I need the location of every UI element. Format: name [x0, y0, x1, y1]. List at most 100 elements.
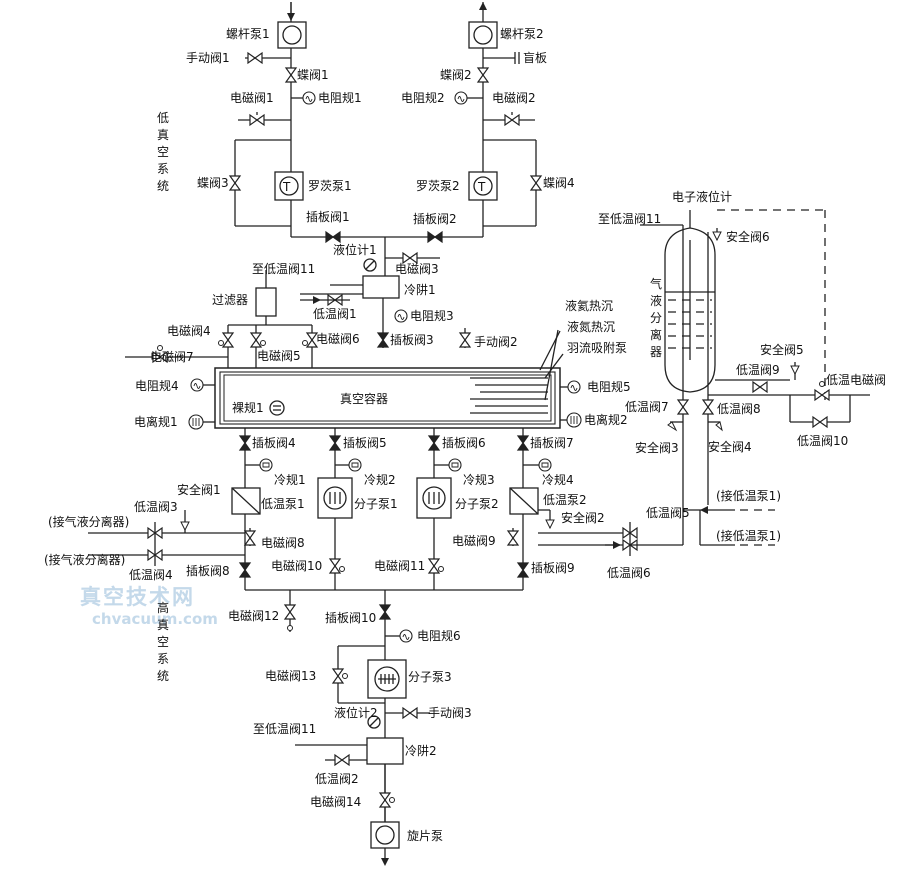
- label-ln-sink2: 液氮热沉: [567, 319, 615, 334]
- label-butterfly4: 蝶阀4: [543, 175, 575, 190]
- label-roots2: 罗茨泵2: [416, 179, 460, 193]
- label-safety4: 安全阀4: [708, 439, 752, 454]
- label-cryo-solenoid: 低温电磁阀: [826, 372, 886, 387]
- label-solenoid2: 电磁阀2: [492, 90, 536, 105]
- label-high-vacuum-system: 高真空系统: [157, 600, 169, 683]
- label-conn-cryo-pump-b: (接低温泵1): [716, 528, 781, 543]
- label-screw1: 螺杆泵1: [226, 27, 270, 41]
- label-solenoid4: 电磁阀4: [167, 323, 211, 338]
- label-cryo-valve5: 低温阀5: [646, 506, 690, 520]
- label-cryo-valve6: 低温阀6: [607, 566, 651, 580]
- label-chamber: 真空容器: [340, 391, 388, 406]
- label-cryo-valve2: 低温阀2: [315, 772, 359, 786]
- label-resistance6: 电阻规6: [417, 628, 461, 643]
- label-solenoid14: 电磁阀14: [310, 794, 361, 809]
- label-safety6: 安全阀6: [726, 229, 770, 244]
- labels: 螺杆泵1 螺杆泵2 手动阀1 盲板 蝶阀1 蝶阀2 电磁阀1 电阻规1 电阻规2…: [44, 27, 886, 843]
- label-cold2: 冷规2: [364, 472, 396, 487]
- label-to-cryo11-c: 至低温阀11: [253, 722, 316, 736]
- label-gate3: 插板阀3: [390, 333, 434, 347]
- label-butterfly1: 蝶阀1: [297, 67, 329, 82]
- label-gate8: 插板阀8: [186, 564, 230, 578]
- label-solenoid11: 电磁阀11: [374, 558, 425, 573]
- vacuum-chamber: [188, 329, 582, 430]
- label-cryo-pump1: 低温泵1: [261, 497, 305, 511]
- label-solenoid8: 电磁阀8: [261, 535, 305, 550]
- label-bare1: 裸规1: [232, 400, 264, 415]
- roots1-symbol: T: [282, 180, 291, 194]
- label-butterfly2: 蝶阀2: [440, 67, 472, 82]
- label-cryo-valve7: 低温阀7: [625, 400, 669, 414]
- label-electronic-level: 电子液位计: [672, 189, 732, 204]
- backing-line: [295, 590, 430, 866]
- label-cold3: 冷规3: [463, 472, 495, 487]
- label-solenoid3: 电磁阀3: [395, 261, 439, 276]
- label-roots1: 罗茨泵1: [308, 179, 352, 193]
- label-cold-trap2: 冷阱2: [405, 744, 437, 758]
- label-safety1: 安全阀1: [177, 482, 221, 497]
- label-butterfly3: 蝶阀3: [197, 175, 229, 190]
- label-blind-plate: 盲板: [523, 50, 547, 65]
- label-gate4: 插板阀4: [252, 436, 296, 450]
- watermark-url: chvacuum.com: [92, 610, 218, 628]
- roots2-symbol: T: [477, 180, 486, 194]
- label-to-cryo11-a: 至低温阀11: [252, 262, 315, 276]
- label-low-vacuum-system: 低真空系统: [157, 111, 169, 193]
- label-solenoid9: 电磁阀9: [452, 533, 496, 548]
- label-mol2: 分子泵2: [455, 497, 499, 511]
- label-cryo-valve10: 低温阀10: [797, 434, 848, 448]
- label-level1: 液位计1: [333, 242, 377, 257]
- label-manual3: 手动阀3: [428, 706, 472, 720]
- label-cold-trap1: 冷阱1: [404, 283, 436, 297]
- label-conn-separator-b: (接气液分离器): [44, 552, 125, 567]
- label-ion2: 电离规2: [584, 412, 628, 427]
- label-gate6: 插板阀6: [442, 436, 486, 450]
- label-separator: 气液分离器: [650, 276, 662, 359]
- label-solenoid6: 电磁阀6: [316, 331, 360, 346]
- low-vacuum-branch-left: T: [229, 2, 385, 243]
- label-to-cryo11-b: 至低温阀11: [598, 212, 661, 226]
- chamber-inlet-valves: [125, 270, 318, 368]
- label-manual1: 手动阀1: [186, 51, 230, 65]
- label-filter: 过滤器: [212, 293, 248, 307]
- label-gate1: 插板阀1: [306, 210, 350, 224]
- label-solenoid7: 电磁阀7: [150, 349, 194, 364]
- gas-liquid-separator: [630, 209, 870, 546]
- label-ion1: 电离规1: [134, 414, 178, 429]
- label-he-sink: 液氦热沉: [565, 298, 613, 313]
- label-feather-pump: 羽流吸附泵: [567, 341, 627, 355]
- label-gate5: 插板阀5: [343, 436, 387, 450]
- label-mol1: 分子泵1: [354, 497, 398, 511]
- label-gate10: 插板阀10: [325, 611, 376, 625]
- label-cold4: 冷规4: [542, 472, 574, 487]
- label-resistance1: 电阻规1: [318, 90, 362, 105]
- label-cryo-pump2: 低温泵2: [543, 493, 587, 507]
- label-gate9: 插板阀9: [531, 561, 575, 575]
- label-rotary: 旋片泵: [407, 829, 443, 843]
- label-safety3: 安全阀3: [635, 440, 679, 455]
- label-resistance4: 电阻规4: [135, 378, 179, 393]
- label-screw2: 螺杆泵2: [500, 27, 544, 41]
- label-cold1: 冷规1: [274, 472, 306, 487]
- label-cryo-valve1: 低温阀1: [313, 307, 357, 321]
- label-cryo-valve8: 低温阀8: [717, 402, 761, 416]
- label-resistance5: 电阻规5: [587, 379, 631, 394]
- high-vacuum-branches: [88, 428, 638, 632]
- label-solenoid13: 电磁阀13: [265, 668, 316, 683]
- label-conn-separator-a: (接气液分离器): [48, 514, 129, 529]
- label-resistance2: 电阻规2: [401, 90, 445, 105]
- label-level2: 液位计2: [334, 705, 378, 720]
- cold-trap1-group: [300, 237, 471, 348]
- label-cryo-valve9: 低温阀9: [736, 363, 780, 377]
- label-safety2: 安全阀2: [561, 510, 605, 525]
- label-gate2: 插板阀2: [413, 212, 457, 226]
- watermark-cn: 真空技术网: [80, 584, 195, 609]
- label-solenoid10: 电磁阀10: [271, 558, 322, 573]
- label-solenoid12: 电磁阀12: [228, 608, 279, 623]
- label-cryo-valve3: 低温阀3: [134, 500, 178, 514]
- label-solenoid1: 电磁阀1: [230, 90, 274, 105]
- label-solenoid5: 电磁阀5: [257, 348, 301, 363]
- label-resistance3: 电阻规3: [410, 308, 454, 323]
- low-vacuum-branch-right: T: [385, 2, 542, 243]
